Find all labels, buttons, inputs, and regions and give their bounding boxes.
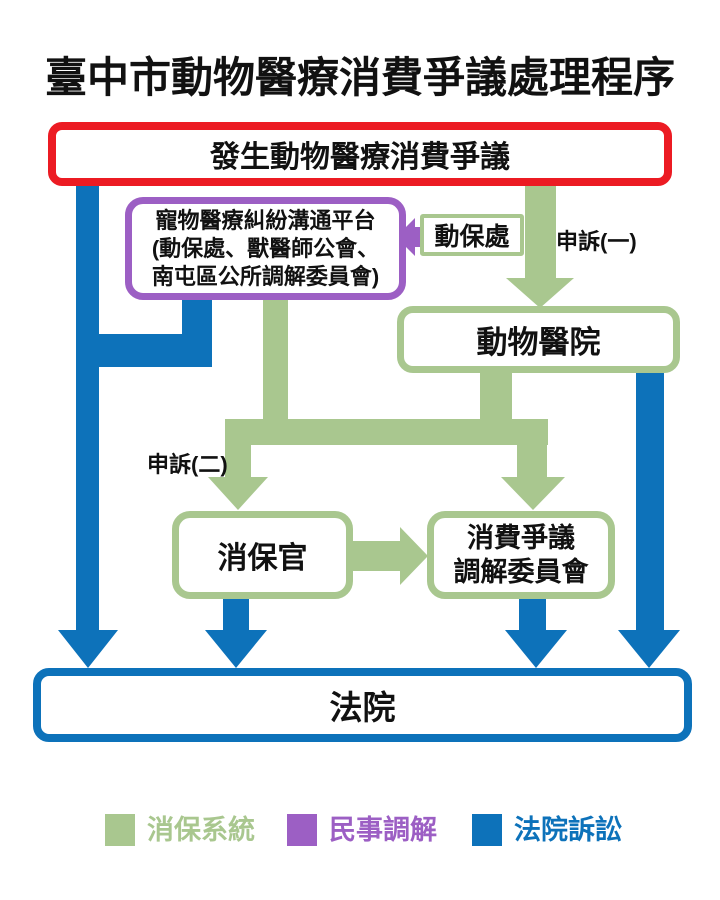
node-dispute-mediation-committee-line1: 消費爭議 [467,523,575,553]
node-mediation-platform-line2: (動保處、獸醫師公會、 [151,235,380,261]
legend-label-consumer-protection: 消保系統 [147,815,255,845]
node-dispute: 發生動物醫療消費爭議 [48,122,672,186]
edge-committee-to-court-arrow [505,597,567,668]
edge-label-complaint-1: 申訴(一) [556,229,637,254]
edge-bar-to-ombudsman-arrow [208,419,268,510]
legend: 消保系統 民事調解 法院訴訟 [0,814,720,854]
node-mediation-platform-line3: 南屯區公所調解委員會) [151,263,380,289]
page-title: 臺中市動物醫療消費爭議處理程序 [44,54,675,101]
legend-swatch-blue [472,814,502,846]
legend-item-consumer-protection: 消保系統 [105,814,255,846]
node-animal-hospital: 動物醫院 [397,306,680,373]
edge-label-complaint-2: 申訴(二) [147,452,228,477]
edge-platform-to-court-elbow [98,295,212,367]
node-mediation-platform-line1: 寵物醫療糾紛溝通平台 [155,207,376,233]
node-dispute-mediation-committee: 消費爭議 調解委員會 [427,511,615,599]
node-animal-protection-office: 動保處 [420,214,524,256]
node-consumer-ombudsman-label: 消保官 [217,542,308,575]
edge-ombudsman-to-committee-arrow [352,527,428,585]
edge-hospital-to-court-arrow [618,370,680,668]
edge-dispute-to-court-arrow [58,180,118,668]
node-court-label: 法院 [329,689,396,726]
legend-item-civil-mediation: 民事調解 [287,814,437,846]
legend-item-court-litigation: 法院訴訟 [472,814,622,846]
node-court: 法院 [33,668,692,742]
node-consumer-ombudsman: 消保官 [172,511,353,599]
edge-horizontal-bar [225,419,548,445]
legend-swatch-green [105,814,135,846]
node-animal-protection-office-label: 動保處 [434,223,510,251]
node-animal-hospital-label: 動物醫院 [476,325,601,360]
node-dispute-mediation-committee-line2: 調解委員會 [453,557,589,587]
edge-ombudsman-to-court-arrow [205,597,267,668]
node-mediation-platform: 寵物醫療糾紛溝通平台 (動保處、獸醫師公會、 南屯區公所調解委員會) [125,197,406,300]
legend-swatch-purple [287,814,317,846]
legend-label-court-litigation: 法院訴訟 [514,815,622,845]
edge-complaint1-arrow [506,180,574,308]
legend-label-civil-mediation: 民事調解 [329,815,437,845]
node-dispute-label: 發生動物醫療消費爭議 [210,141,510,174]
edge-bar-to-committee-arrow [501,419,565,510]
